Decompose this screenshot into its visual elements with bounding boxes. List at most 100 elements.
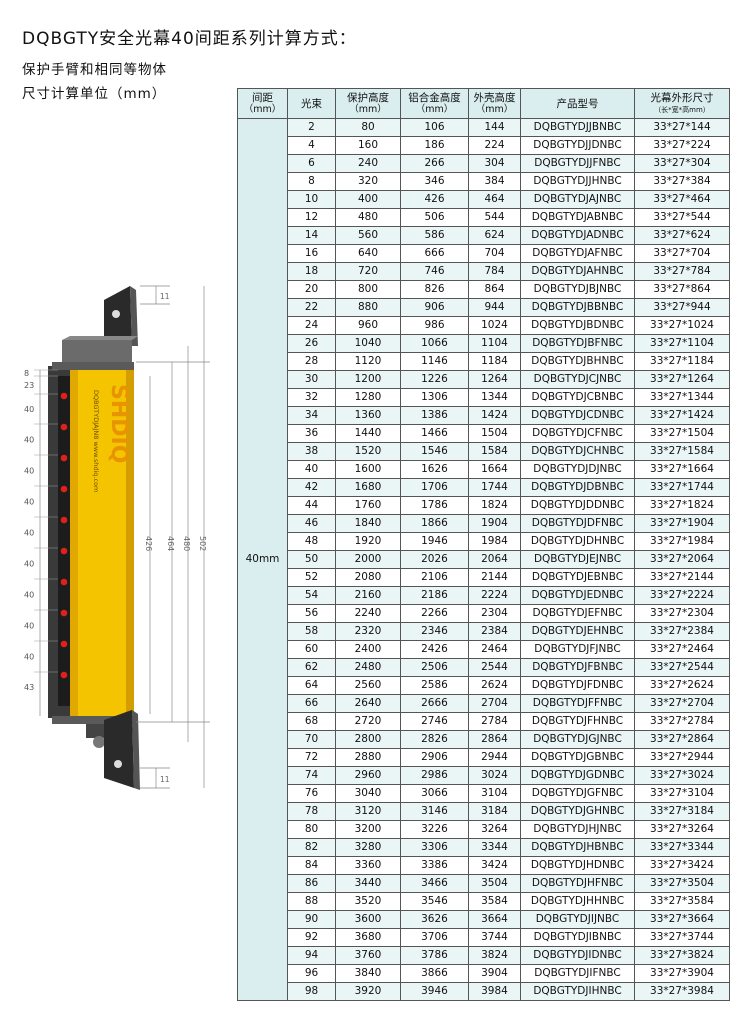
dim-502: 502 (198, 536, 207, 551)
cell-alloy-height: 1306 (400, 388, 469, 407)
cell-beams: 16 (287, 244, 336, 263)
cell-model: DQBGTYDJHHNBC (520, 892, 635, 911)
cell-model: DQBGTYDJABNBC (520, 208, 635, 227)
cell-shell-height: 224 (468, 136, 521, 155)
cell-model: DQBGTYDJADNBC (520, 226, 635, 245)
cell-shell-height: 704 (468, 244, 521, 263)
led-indicator (60, 640, 68, 648)
cell-dimensions: 33*27*3184 (634, 802, 730, 821)
cell-beams: 82 (287, 838, 336, 857)
cell-shell-height: 1984 (468, 532, 521, 551)
cell-model: DQBGTYDJDBNBC (520, 478, 635, 497)
cell-model: DQBGTYDJFJNBC (520, 640, 635, 659)
cell-protect-height: 640 (335, 244, 401, 263)
cell-shell-height: 2784 (468, 712, 521, 731)
cell-dimensions: 33*27*3824 (634, 946, 730, 965)
cell-protect-height: 1680 (335, 478, 401, 497)
cell-protect-height: 3200 (335, 820, 401, 839)
cell-model: DQBGTYDJJBNBC (520, 118, 635, 137)
cell-model: DQBGTYDJCJNBC (520, 370, 635, 389)
cell-alloy-height: 2746 (400, 712, 469, 731)
cell-dimensions: 33*27*1184 (634, 352, 730, 371)
cell-model: DQBGTYDJHDNBC (520, 856, 635, 875)
cell-model: DQBGTYDJIFNBC (520, 964, 635, 983)
header-label: 外壳高度 (473, 91, 516, 104)
cell-protect-height: 2560 (335, 676, 401, 695)
led-indicator (60, 609, 68, 617)
cell-model: DQBGTYDJCHNBC (520, 442, 635, 461)
cell-protect-height: 560 (335, 226, 401, 245)
cell-beams: 28 (287, 352, 336, 371)
led-indicator (60, 578, 68, 586)
cell-beams: 44 (287, 496, 336, 515)
cell-model: DQBGTYDJEJNBC (520, 550, 635, 569)
cell-protect-height: 3520 (335, 892, 401, 911)
cell-model: DQBGTYDJBBNBC (520, 298, 635, 317)
cell-protect-height: 160 (335, 136, 401, 155)
cell-dimensions: 33*27*2704 (634, 694, 730, 713)
cell-beams: 2 (287, 118, 336, 137)
cell-dimensions: 33*27*1424 (634, 406, 730, 425)
cell-dimensions: 33*27*2624 (634, 676, 730, 695)
cell-dimensions: 33*27*3024 (634, 766, 730, 785)
cell-beams: 72 (287, 748, 336, 767)
cell-shell-height: 1744 (468, 478, 521, 497)
cell-beams: 74 (287, 766, 336, 785)
cell-protect-height: 880 (335, 298, 401, 317)
cell-alloy-height: 906 (400, 298, 469, 317)
dim-426: 426 (144, 536, 153, 551)
cell-shell-height: 2864 (468, 730, 521, 749)
cell-alloy-height: 2906 (400, 748, 469, 767)
left-dim-label: 23 (24, 381, 34, 390)
cell-model: DQBGTYDJIJNBC (520, 910, 635, 929)
left-dim-label: 8 (24, 369, 29, 378)
cell-shell-height: 544 (468, 208, 521, 227)
cell-protect-height: 3840 (335, 964, 401, 983)
cell-alloy-height: 3786 (400, 946, 469, 965)
cell-dimensions: 33*27*2064 (634, 550, 730, 569)
cell-model: DQBGTYDJAHNBC (520, 262, 635, 281)
cell-protect-height: 3600 (335, 910, 401, 929)
curtain-body (70, 362, 134, 722)
cell-dimensions: 33*27*3904 (634, 964, 730, 983)
cell-model: DQBGTYDJGBNBC (520, 748, 635, 767)
cell-model: DQBGTYDJDHNBC (520, 532, 635, 551)
cell-shell-height: 3824 (468, 946, 521, 965)
dim-bottom: 11 (160, 775, 170, 784)
cell-dimensions: 33*27*3584 (634, 892, 730, 911)
header-unit: （mm） (475, 103, 514, 115)
cell-protect-height: 960 (335, 316, 401, 335)
cell-model: DQBGTYDJIBNBC (520, 928, 635, 947)
cell-protect-height: 1360 (335, 406, 401, 425)
left-dim-label: 40 (24, 653, 34, 662)
cell-alloy-height: 1866 (400, 514, 469, 533)
cell-model: DQBGTYDJIDNBC (520, 946, 635, 965)
cell-shell-height: 784 (468, 262, 521, 281)
cell-alloy-height: 2826 (400, 730, 469, 749)
cell-protect-height: 400 (335, 190, 401, 209)
cell-beams: 32 (287, 388, 336, 407)
header-unit: （长*宽*高mm） (654, 105, 710, 114)
header-unit: （mm） (243, 103, 282, 115)
cell-beams: 12 (287, 208, 336, 227)
cell-dimensions: 33*27*3744 (634, 928, 730, 947)
header-label: 光束 (301, 97, 322, 110)
cell-model: DQBGTYDJJHNBC (520, 172, 635, 191)
cell-dimensions: 33*27*3504 (634, 874, 730, 893)
cell-beams: 36 (287, 424, 336, 443)
cell-dimensions: 33*27*2464 (634, 640, 730, 659)
cell-alloy-height: 506 (400, 208, 469, 227)
cell-beams: 42 (287, 478, 336, 497)
